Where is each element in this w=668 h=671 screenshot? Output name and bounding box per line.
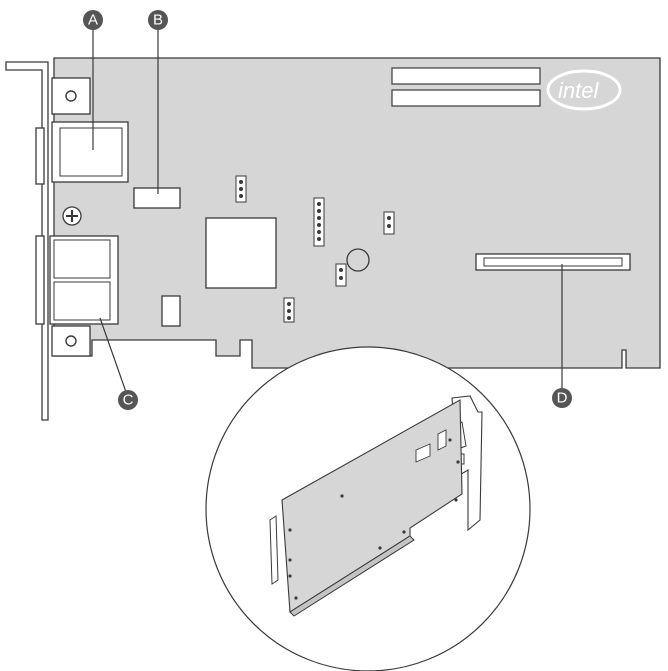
callout-leaders [92,28,563,393]
callout-c: C [118,390,138,410]
callout-b-label: B [153,12,163,29]
small-ic [161,295,181,327]
intel-logo-text: intel [558,78,599,103]
jumper-header-2 [313,197,325,247]
callout-d: D [552,388,572,408]
bottom-screw-tab [51,325,91,357]
jumper-header-5 [283,297,295,323]
inset-board-details [288,438,460,600]
intel-logo: intel [546,69,622,111]
callout-c-label: C [123,392,134,409]
round-component [346,248,370,272]
ground-screw-icon [62,206,82,226]
connector-d [475,253,631,271]
top-slot-headers [391,67,541,107]
callout-b: B [148,10,168,30]
circuit-board [53,57,661,369]
jumper-header-4 [335,263,347,287]
top-screw-tab [51,77,91,115]
header-connector-b [133,187,181,209]
external-port-c [49,235,119,325]
callout-d-label: D [557,390,568,407]
callout-a-label: A [88,12,98,29]
callout-a: A [83,10,103,30]
processor-chip [205,217,277,289]
mounting-bracket [5,61,49,421]
inset-side-connector [269,515,279,585]
jumper-header-1 [235,175,247,203]
inset-view [205,346,531,671]
jumper-header-3 [383,211,395,235]
external-port-a [51,121,129,183]
